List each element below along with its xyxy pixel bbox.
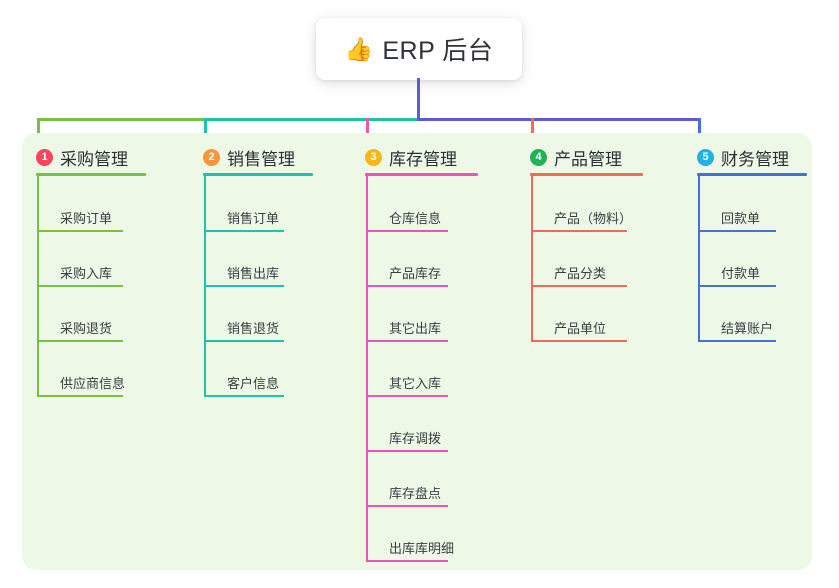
leaf-item[interactable]: 其它出库 [389,321,442,336]
leaf-underline [366,505,448,507]
branch-index-badge: 2 [203,149,220,166]
leaf-underline [204,285,284,287]
leaf-item[interactable]: 销售退货 [227,321,280,336]
bus-segment-2 [204,118,417,121]
leaf-item[interactable]: 库存盘点 [389,486,442,501]
leaf-underline [366,340,448,342]
leaf-underline [366,230,448,232]
branch-header-5[interactable]: 5 财务管理 [697,145,789,170]
bus-segment-3 [417,118,701,121]
leaf-underline [698,230,776,232]
branch-spine [366,176,368,560]
leaf-underline [366,395,448,397]
leaf-underline [37,230,123,232]
leaf-item[interactable]: 销售出库 [227,266,280,281]
leaf-item[interactable]: 采购订单 [60,211,113,226]
leaf-item[interactable]: 产品库存 [389,266,442,281]
leaf-underline [204,230,284,232]
branch-spine [531,176,533,340]
branch-title: 产品管理 [554,150,622,169]
leaf-item[interactable]: 产品分类 [554,266,607,281]
branch-index-badge: 3 [365,149,382,166]
leaf-item[interactable]: 回款单 [721,211,761,226]
leaf-underline [698,340,776,342]
branch-header-3[interactable]: 3 库存管理 [365,145,457,170]
root-node-card[interactable]: 👍 ERP 后台 [316,18,522,80]
leaf-item[interactable]: 采购入库 [60,266,113,281]
branches-panel: 1 采购管理采购订单采购入库采购退货供应商信息 2 销售管理销售订单销售出库销售退货客… [22,133,812,570]
leaf-item[interactable]: 付款单 [721,266,761,281]
leaf-underline [37,285,123,287]
leaf-underline [204,395,284,397]
thumbs-up-icon: 👍 [344,35,374,62]
leaf-item[interactable]: 仓库信息 [389,211,442,226]
leaf-item[interactable]: 客户信息 [227,376,280,391]
leaf-item[interactable]: 库存调拨 [389,431,442,446]
leaf-underline [366,285,448,287]
branch-header-2[interactable]: 2 销售管理 [203,145,295,170]
leaf-item[interactable]: 结算账户 [721,321,774,336]
branch-underline [36,173,146,176]
branch-index-badge: 5 [697,149,714,166]
leaf-underline [204,340,284,342]
branch-title: 销售管理 [227,150,295,169]
leaf-underline [531,285,627,287]
branch-spine [698,176,700,340]
leaf-underline [37,340,123,342]
root-node-content: 👍 ERP 后台 [345,31,494,67]
branch-header-1[interactable]: 1 采购管理 [36,145,128,170]
leaf-underline [37,395,123,397]
leaf-underline [531,230,627,232]
leaf-item[interactable]: 采购退货 [60,321,113,336]
branch-title: 采购管理 [60,150,128,169]
leaf-item[interactable]: 出库库明细 [389,541,455,556]
branch-underline [203,173,313,176]
leaf-item[interactable]: 其它入库 [389,376,442,391]
leaf-underline [366,450,448,452]
leaf-underline [366,560,448,562]
branch-underline [365,173,478,176]
branch-index-badge: 1 [36,149,53,166]
branch-title: 财务管理 [721,150,789,169]
root-node-title: ERP 后台 [382,37,494,65]
branch-index-badge: 4 [530,149,547,166]
leaf-item[interactable]: 产品单位 [554,321,607,336]
bus-segment-1 [37,118,204,121]
branch-underline [697,173,807,176]
leaf-item[interactable]: 销售订单 [227,211,280,226]
leaf-underline [531,340,627,342]
leaf-underline [698,285,776,287]
root-stem [417,78,420,121]
branch-underline [530,173,643,176]
branch-title: 库存管理 [389,150,457,169]
leaf-item[interactable]: 产品（物料） [554,211,633,226]
leaf-item[interactable]: 供应商信息 [60,376,126,391]
branch-header-4[interactable]: 4 产品管理 [530,145,622,170]
